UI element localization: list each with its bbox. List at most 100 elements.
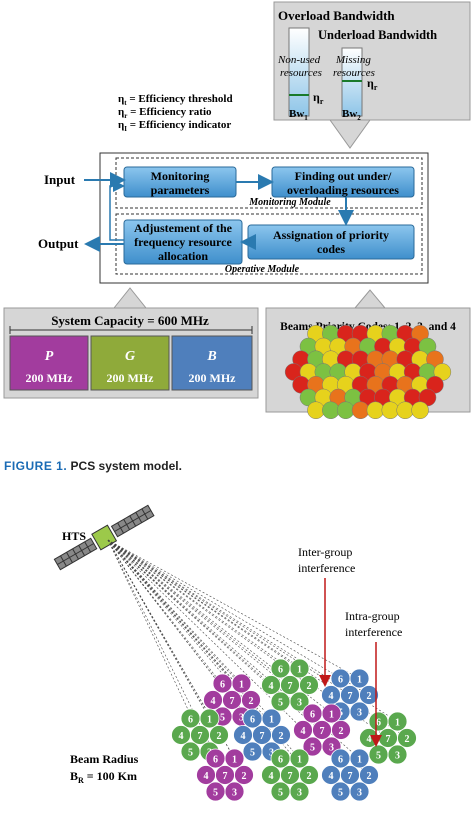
overload-label: Overload Bandwidth: [278, 8, 395, 23]
coverage-beam-number: 1: [357, 754, 362, 765]
priority-beam: [381, 401, 400, 419]
coverage-beam-number: 4: [269, 681, 274, 692]
coverage-beam: [205, 748, 226, 769]
beam-line: [107, 539, 263, 736]
coverage-beam: [368, 711, 389, 732]
coverage-beam-number: 2: [367, 691, 372, 702]
intra-group-line1: Intra-group: [345, 609, 400, 623]
coverage-beam: [242, 708, 263, 729]
caption-text: PCS system model.: [70, 459, 182, 473]
coverage-beam-number: 5: [213, 788, 218, 799]
coverage-beam: [330, 781, 351, 802]
monitoring-box-line1: Monitoring: [151, 169, 210, 183]
coverage-beam-number: 4: [179, 731, 184, 742]
inter-group-line1: Inter-group: [298, 545, 352, 559]
coverage-beam: [234, 765, 254, 785]
coverage-beam-number: 3: [357, 788, 362, 799]
priority-beam: [396, 401, 414, 419]
coverage-beam: [302, 703, 323, 724]
coverage-beam-number: 7: [223, 771, 228, 782]
beam-line: [107, 539, 291, 776]
beam-line: [107, 539, 300, 759]
input-label: Input: [44, 172, 76, 187]
coverage-beam-number: 7: [288, 771, 293, 782]
coverage-beam-number: 7: [230, 696, 235, 707]
coverage-beam: [180, 741, 201, 762]
inter-group-line2: interference: [298, 561, 355, 575]
coverage-beam: [180, 708, 201, 729]
coverage-beam-number: 2: [367, 771, 372, 782]
eta-r-label-1: ηr: [313, 90, 324, 106]
coverage-beam-number: 6: [250, 714, 255, 725]
finding-box-line2: overloading resources: [287, 183, 399, 197]
band-b: [171, 335, 253, 391]
coverage-beam-number: 7: [320, 726, 325, 737]
coverage-beam-number: 7: [260, 731, 265, 742]
priority-beam: [351, 401, 370, 419]
beam-radius-line2: BR = 100 Km: [70, 769, 137, 785]
coverage-beam-number: 6: [310, 709, 315, 720]
monitoring-module-label: Monitoring Module: [248, 197, 331, 208]
coverage-beam-number: 3: [329, 743, 334, 754]
coverage-beam-number: 6: [376, 717, 381, 728]
figure-1-diagram: Overload Bandwidth Underload Bandwidth N…: [3, 1, 471, 419]
coverage-beam-number: 3: [395, 751, 400, 762]
coverage-beam: [270, 748, 291, 769]
coverage-beam-number: 3: [269, 748, 274, 759]
coverage-beam: [233, 725, 253, 745]
intra-group-line2: interference: [345, 625, 402, 639]
coverage-beam-number: 5: [310, 743, 315, 754]
coverage-beam-number: 4: [269, 771, 274, 782]
coverage-beam: [270, 781, 291, 802]
coverage-beam-number: 5: [220, 713, 225, 724]
coverage-beam-number: 1: [297, 754, 302, 765]
coverage-beam-number: 1: [329, 709, 334, 720]
coverage-beam-number: 2: [242, 771, 247, 782]
coverage-beam: [270, 658, 291, 679]
band-p-letter: P: [45, 349, 54, 364]
coverage-beam: [321, 765, 341, 785]
coverage-beam-number: 5: [338, 788, 343, 799]
coverage-beam-number: 7: [386, 734, 391, 745]
coverage-beam-number: 4: [301, 726, 306, 737]
bandwidth-panel: Overload Bandwidth Underload Bandwidth N…: [273, 1, 471, 149]
coverage-beam-number: 2: [217, 731, 222, 742]
priority-beam-cluster: [284, 325, 452, 419]
output-label: Output: [38, 236, 79, 251]
coverage-beam: [196, 765, 216, 785]
coverage-beam-number: 1: [357, 674, 362, 685]
coverage-beam-number: 3: [239, 713, 244, 724]
monitoring-box-line2: parameters: [151, 183, 210, 197]
coverage-beam-number: 6: [278, 664, 283, 675]
eta-r-label-2: ηr: [367, 76, 378, 92]
coverage-beam-number: 1: [269, 714, 274, 725]
coverage-beam-number: 3: [232, 788, 237, 799]
coverage-beam: [171, 725, 191, 745]
coverage-beam-number: 1: [297, 664, 302, 675]
coverage-beam-number: 1: [207, 714, 212, 725]
priority-beam: [322, 401, 340, 419]
assign-box-line1: Assignation of priority: [273, 228, 389, 242]
beam-line: [107, 539, 201, 736]
coverage-beam-number: 4: [204, 771, 209, 782]
coverage-beam: [270, 691, 291, 712]
coverage-beam: [359, 765, 379, 785]
coverage-beam-number: 1: [232, 754, 237, 765]
efficiency-definitions: ηt = Efficiency threshold ηr = Efficienc…: [118, 93, 233, 133]
coverage-beam-number: 7: [348, 771, 353, 782]
system-capacity-panel: System Capacity = 600 MHz P G B 200 MHz …: [3, 287, 259, 399]
beam-line: [107, 539, 332, 714]
coverage-beam-number: 2: [249, 696, 254, 707]
coverage-beam-number: 6: [188, 714, 193, 725]
priority-beam: [366, 401, 385, 419]
coverage-beam: [330, 748, 351, 769]
adjust-box-line2: frequency resource: [134, 235, 232, 249]
coverage-beam-cells: 7241635724163572416357241635724163572416…: [171, 658, 417, 802]
coverage-beam-number: 7: [288, 681, 293, 692]
band-g-value: 200 MHz: [107, 371, 155, 385]
coverage-beam-number: 1: [395, 717, 400, 728]
priority-beam: [307, 401, 325, 419]
svg-text:ηt = Efficiency threshold: ηt = Efficiency threshold: [118, 93, 233, 107]
